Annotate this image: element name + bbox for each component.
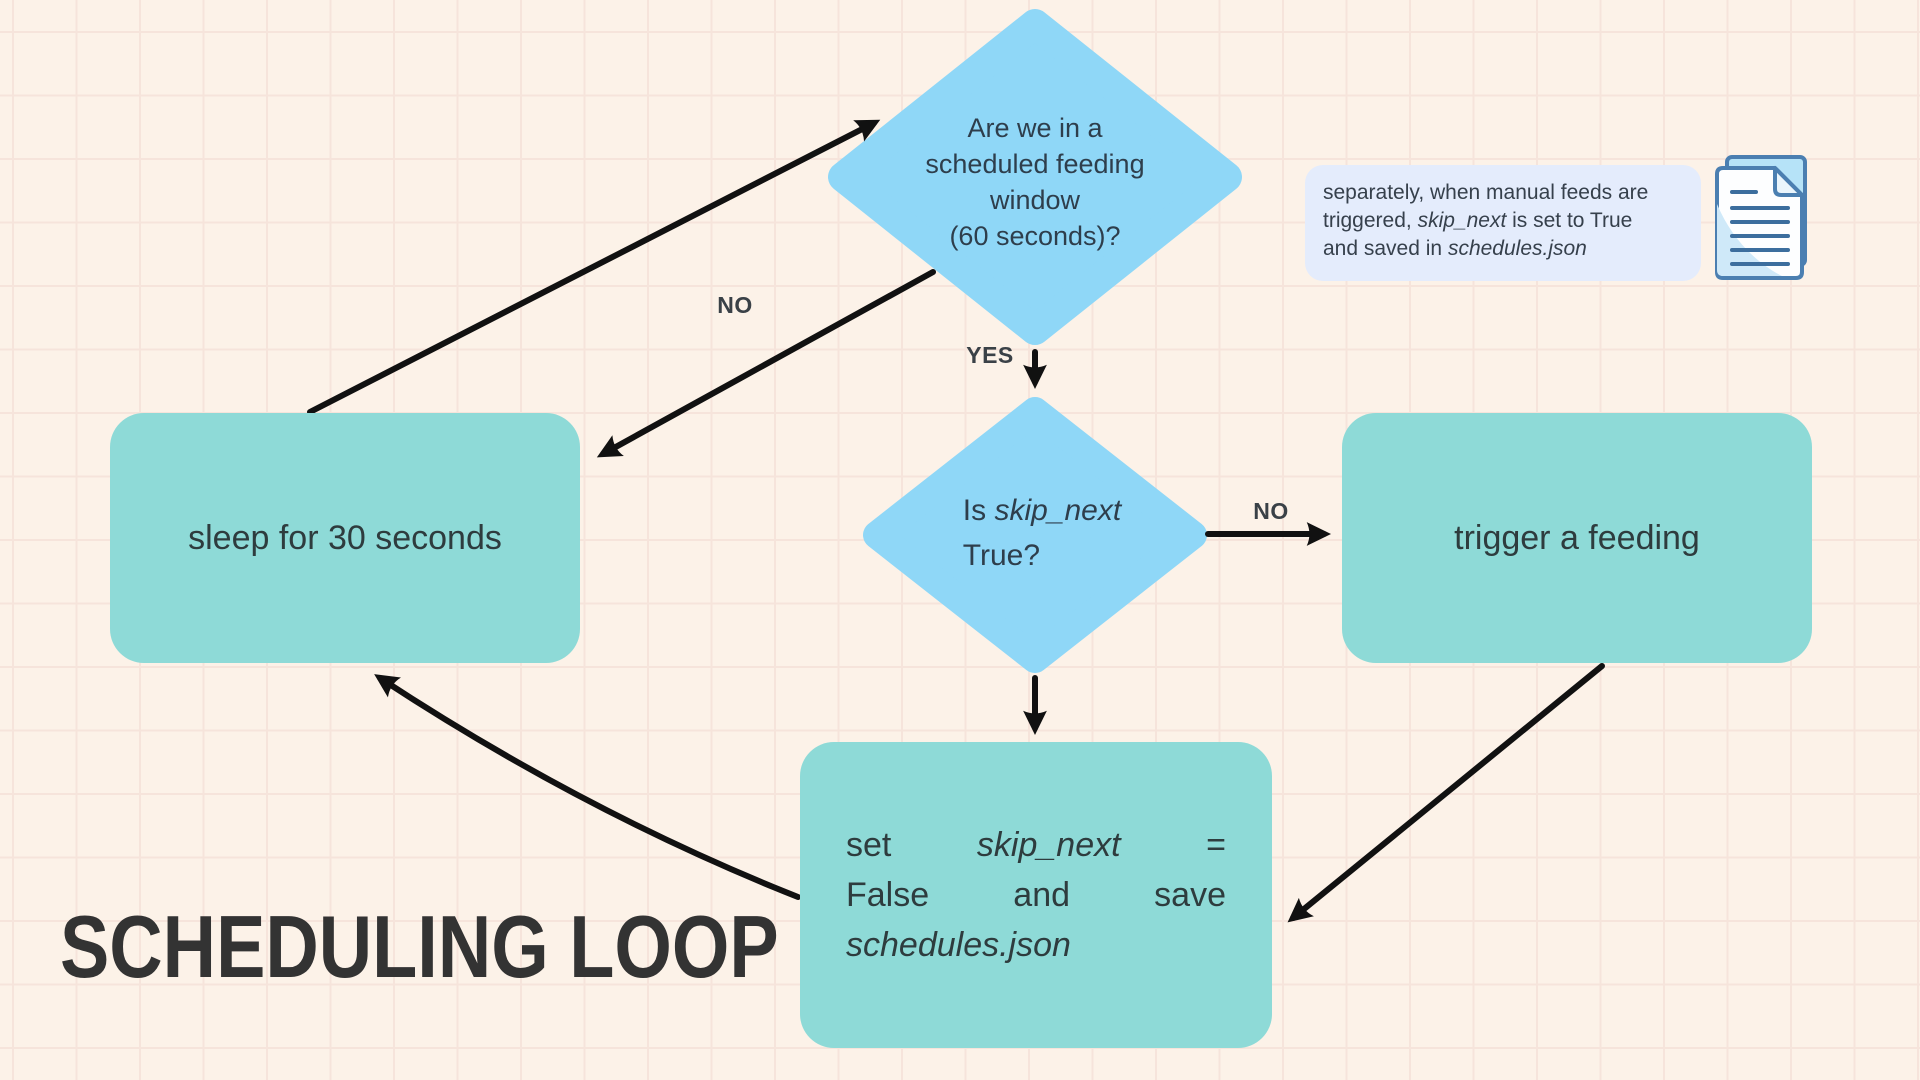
decision-scheduled-window-label: Are we in a scheduled feeding window (60…: [855, 110, 1215, 254]
set-box-line3: schedules.json: [846, 920, 1226, 970]
documents-icon-fold: [1773, 166, 1804, 197]
edge-label-yes: YES: [966, 342, 1014, 368]
decision1-line4: (60 seconds)?: [949, 221, 1121, 251]
edge-label-no-2: NO: [1253, 498, 1289, 524]
process-sleep-box: sleep for 30 seconds: [110, 413, 580, 663]
decision-scheduled-window-shape: [828, 9, 1242, 345]
documents-icon-shade: [1717, 204, 1782, 276]
diagram-title: SCHEDULING LOOP: [60, 897, 779, 996]
sleep-box-label: sleep for 30 seconds: [188, 518, 502, 557]
decision1-line2: scheduled feeding: [925, 149, 1145, 179]
edge-set-to-sleep: [374, 674, 801, 900]
skip-next-variable: skip_next: [1417, 209, 1507, 232]
documents-icon: [1715, 155, 1807, 280]
skip-next-variable: skip_next: [976, 826, 1121, 864]
edge-label-no-1: NO: [717, 292, 753, 318]
note-line2: triggered, skip_next is set to True: [1323, 209, 1633, 232]
note-line3: and saved in schedules.json: [1323, 237, 1587, 260]
schedules-json-file: schedules.json: [1447, 237, 1587, 260]
decision2-line1: Is skip_next: [962, 494, 1122, 527]
note-line1: separately, when manual feeds are: [1323, 181, 1649, 204]
decision1-line3: window: [989, 185, 1081, 215]
schedules-json-file: schedules.json: [846, 926, 1071, 964]
trigger-box-label: trigger a feeding: [1454, 518, 1700, 557]
note-manual-feeds: separately, when manual feeds are trigge…: [1305, 165, 1701, 281]
decision-skip-next-label: Is skip_next True?: [963, 488, 1121, 578]
process-trigger-box: trigger a feeding: [1342, 413, 1812, 663]
documents-icon-text-lines: [1730, 190, 1790, 266]
decision2-line2: True?: [962, 539, 1041, 572]
decision-skip-next-shape: [863, 397, 1207, 673]
decision1-line1: Are we in a: [967, 113, 1103, 143]
edge-decision1-no: [596, 269, 936, 458]
edge-sleep-to-decision1: [307, 119, 881, 415]
skip-next-variable: skip_next: [994, 494, 1122, 527]
edge-trigger-to-set: [1287, 663, 1605, 923]
